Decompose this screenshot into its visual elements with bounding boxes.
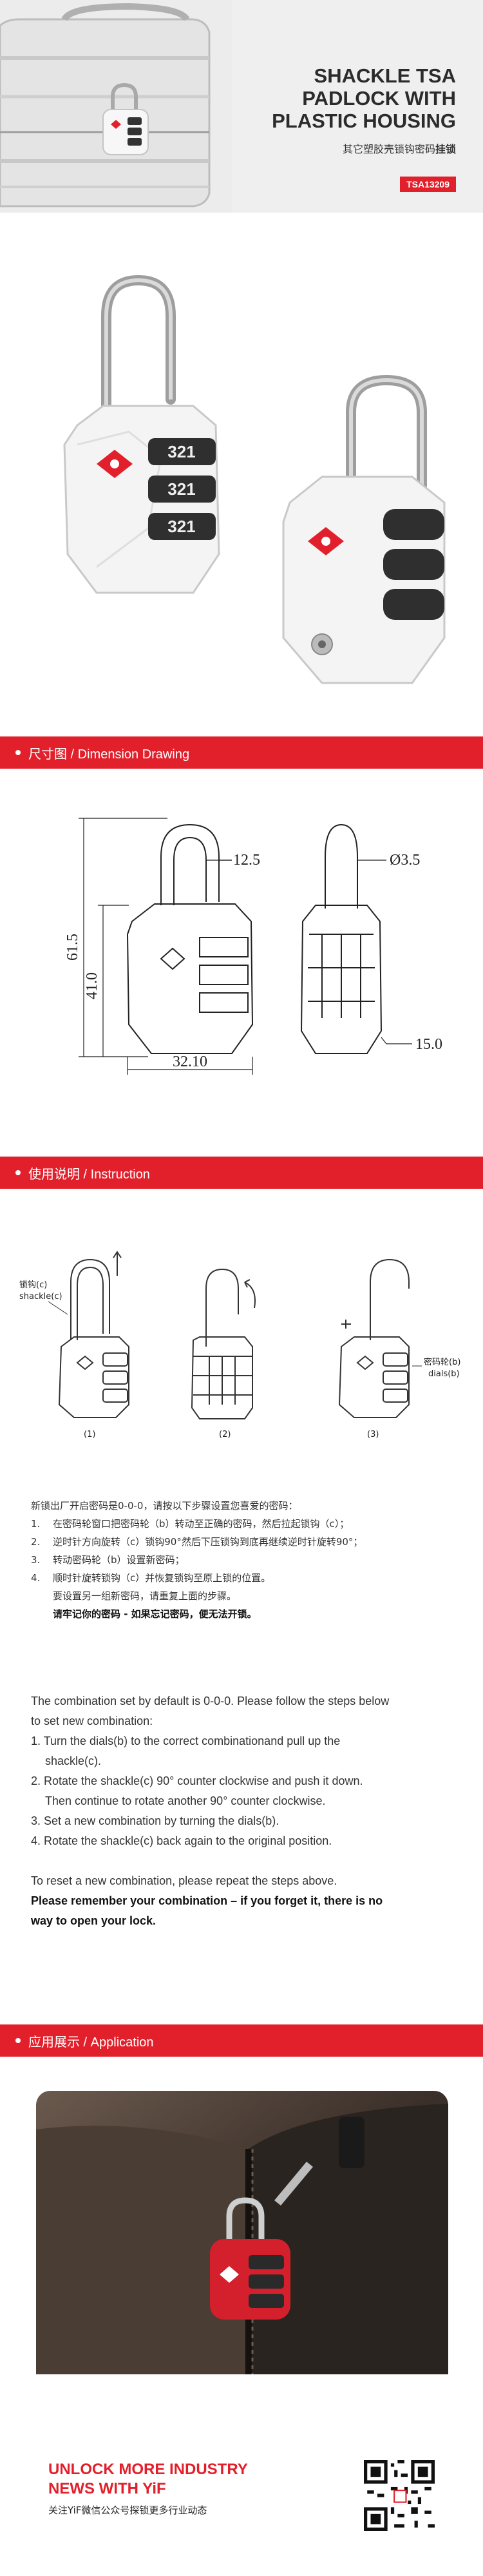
instruction-diagram: 锁钩(c) shackle(c) 密码轮(b) dials(b) (1) (2)… (19, 1251, 460, 1439)
en-step-3: 3. Set a new combination by turning the … (31, 1814, 279, 1827)
en-step-1a: 1. Turn the dials(b) to the correct comb… (31, 1735, 341, 1747)
en-step-2a: 2. Rotate the shackle(c) 90° counter clo… (31, 1774, 363, 1787)
en-warning-1: Please remember your combination – if yo… (31, 1894, 383, 1907)
dial-3-digits: 321 (167, 517, 195, 536)
footer-subtitle: 关注YiF微信公众号探锁更多行业动态 (48, 2504, 207, 2516)
hero-banner: SHACKLE TSA PADLOCK WITH PLASTIC HOUSING… (0, 0, 483, 213)
dim-total-height: 61.5 (64, 934, 81, 961)
dial-2-digits: 321 (167, 479, 195, 499)
dim-body-height: 41.0 (84, 972, 100, 999)
bullet-dot (15, 750, 21, 755)
subtitle-bold: 挂锁 (435, 143, 456, 155)
dial-3: 321 (148, 513, 216, 540)
bullet-dot (15, 1170, 21, 1175)
label-dials-en: dials(b) (428, 1369, 460, 1379)
dim-body-width: 32.10 (173, 1053, 207, 1070)
dial-2: 321 (148, 476, 216, 503)
dimension-drawing: 61.5 41.0 32.10 12.5 Ø3.5 15.0 (64, 818, 442, 1075)
dim-shackle-diameter: Ø3.5 (390, 852, 420, 869)
application-photo (36, 2091, 448, 2374)
en-reset: To reset a new combination, please repea… (31, 1874, 337, 1887)
cn-step-4: 4.顺时针旋转锁钩（c）并恢复锁钩至原上锁的位置。 (31, 1572, 271, 1584)
model-badge: TSA13209 (400, 177, 456, 192)
qr-code-icon[interactable] (364, 2460, 435, 2531)
en-intro-1: The combination set by default is 0-0-0.… (31, 1695, 390, 1707)
en-step-1b: shackle(c). (45, 1754, 102, 1767)
en-step-2b: Then continue to rotate another 90° coun… (45, 1794, 326, 1807)
instructions-cn: 新锁出厂开启密码是0-0-0，请按以下步骤设置您喜爱的密码： 1.在密码轮窗口把… (31, 1497, 469, 1623)
cn-step-1: 1.在密码轮窗口把密码轮（b）转动至正确的密码，然后拉起锁钩（c）； (31, 1518, 350, 1530)
step1-label: (1) (84, 1430, 95, 1439)
section-bar-dimension: 尺寸图 / Dimension Drawing (0, 736, 483, 769)
dim-shackle-width: 12.5 (233, 852, 260, 869)
section-title-dimension: 尺寸图 / Dimension Drawing (28, 747, 190, 762)
cn-step-2: 2.逆时针方向旋转（c）锁钩90°然后下压锁钩到底再继续逆时针旋转90°； (31, 1536, 363, 1548)
lock-angled-view (282, 374, 446, 684)
cn-step-3: 3.转动密码轮（b）设置新密码； (31, 1554, 185, 1566)
section-bar-instruction: 使用说明 / Instruction (0, 1157, 483, 1189)
subtitle-normal: 其它塑胶壳锁钩密码 (342, 143, 435, 155)
en-warning-2: way to open your lock. (31, 1914, 156, 1927)
dial-1: 321 (148, 438, 216, 465)
product-photos: 321 321 321 (63, 274, 446, 684)
label-dials-cn: 密码轮(b) (424, 1357, 460, 1367)
instructions-en: The combination set by default is 0-0-0.… (31, 1691, 475, 1931)
cn-reset: 要设置另一组新密码，请重复上面的步骤。 (53, 1590, 237, 1602)
dim-depth: 15.0 (415, 1036, 442, 1053)
label-shackle-cn: 锁钩(c) (19, 1280, 47, 1290)
luggage-illustration (0, 0, 232, 213)
en-spacer (31, 1851, 475, 1871)
product-title: SHACKLE TSA PADLOCK WITH PLASTIC HOUSING (272, 64, 456, 132)
dial-1-digits: 321 (167, 442, 195, 461)
step3-label: (3) (367, 1430, 379, 1439)
bullet-dot (15, 2038, 21, 2043)
cn-warning: 请牢记你的密码 - 如果忘记密码，便无法开锁。 (53, 1608, 257, 1620)
product-subtitle: 其它塑胶壳锁钩密码挂锁 (343, 140, 456, 156)
lock-front-view: 321 321 321 (63, 274, 220, 594)
step2-label: (2) (219, 1430, 231, 1439)
section-title-instruction: 使用说明 / Instruction (28, 1167, 150, 1182)
label-shackle-en: shackle(c) (19, 1292, 62, 1302)
en-step-4: 4. Rotate the shackle(c) back again to t… (31, 1834, 332, 1847)
section-title-application: 应用展示 / Application (28, 2035, 154, 2050)
section-bar-application: 应用展示 / Application (0, 2024, 483, 2057)
en-intro-2: to set new combination: (31, 1715, 153, 1727)
cn-intro: 新锁出厂开启密码是0-0-0，请按以下步骤设置您喜爱的密码： (31, 1500, 298, 1512)
footer-title: UNLOCK MORE INDUSTRY NEWS WITH YiF (48, 2461, 248, 2497)
